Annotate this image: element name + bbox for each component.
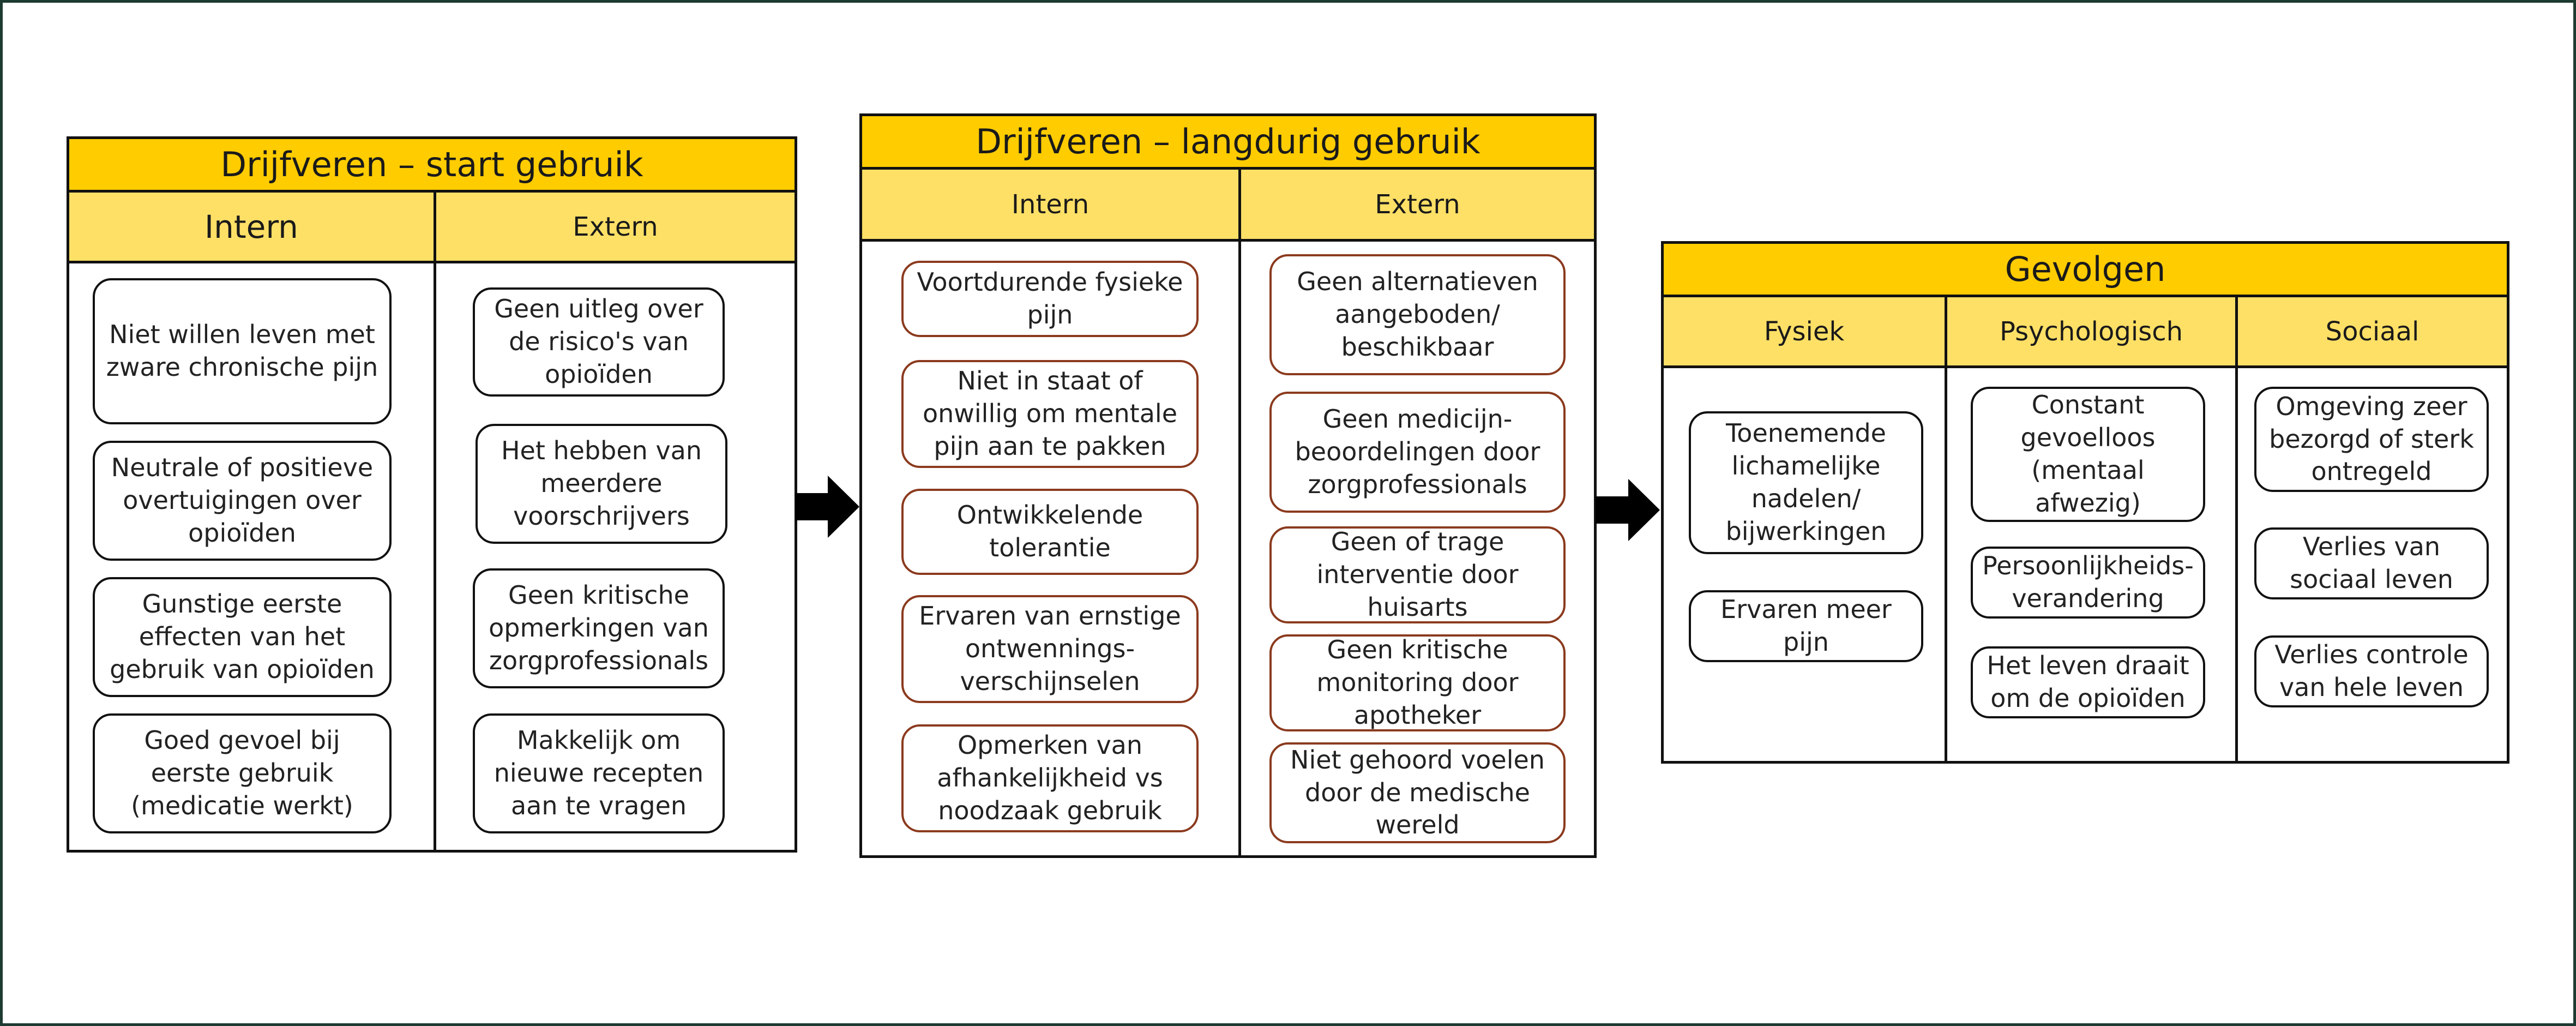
start-extern-item: Makkelijk om nieuwe recepten aan te vrag… — [473, 713, 725, 833]
long-extern-item: Geen of trage interventie door huisarts — [1269, 526, 1566, 623]
start-intern-item: Goed gevoel bij eerste gebruik (medicati… — [93, 713, 392, 833]
consequence-sociaal-item: Verlies van sociaal leven — [2254, 527, 2489, 599]
panel-consequences-subheader: Fysiek Psychologisch Sociaal — [1664, 297, 2507, 368]
start-intern-item: Neutrale of positieve overtuigingen over… — [93, 441, 392, 561]
start-intern-item: Niet willen leven met zware chronische p… — [93, 278, 392, 424]
long-extern-item: Geen medicijn-beoordelingen door zorgpro… — [1269, 392, 1566, 513]
column-header-extern: Extern — [573, 211, 658, 242]
consequence-psych-item: Persoonlijkheids-verandering — [1971, 547, 2205, 619]
long-intern-item: Ontwikkelende tolerantie — [901, 489, 1199, 575]
column-header-intern: Intern — [1011, 189, 1090, 220]
consequence-fysiek-item: Ervaren meer pijn — [1689, 590, 1923, 662]
long-intern-item: Niet in staat of onwillig om mentale pij… — [901, 360, 1199, 468]
column-header-extern: Extern — [1375, 189, 1460, 220]
panel-start-title: Drijfveren – start gebruik — [69, 139, 795, 193]
consequence-sociaal-item: Verlies controle van hele leven — [2254, 635, 2489, 707]
start-extern-item: Het hebben van meerdere voorschrijvers — [476, 424, 727, 544]
column-divider — [1945, 297, 1947, 761]
column-divider — [1238, 170, 1241, 855]
start-intern-item: Gunstige eerste effecten van het gebruik… — [93, 577, 392, 697]
start-extern-item: Geen uitleg over de risico's van opioïde… — [473, 287, 725, 397]
consequence-psych-item: Constant gevoelloos (mentaal afwezig) — [1971, 387, 2205, 522]
column-divider — [2235, 297, 2238, 761]
arrow-right-icon — [795, 476, 859, 538]
panel-long-term-use: Drijfveren – langdurig gebruik Intern Ex… — [859, 113, 1597, 858]
column-divider — [434, 193, 436, 850]
start-extern-item: Geen kritische opmerkingen van zorgprofe… — [473, 568, 725, 688]
panel-start-subheader: Intern Extern — [69, 193, 795, 263]
panel-consequences-title: Gevolgen — [1664, 244, 2507, 297]
arrow-right-icon — [1596, 479, 1660, 541]
long-intern-item: Ervaren van ernstige ontwennings-verschi… — [901, 595, 1199, 703]
consequence-psych-item: Het leven draait om de opioïden — [1971, 646, 2205, 718]
long-extern-item: Geen alternatieven aangeboden/ beschikba… — [1269, 254, 1566, 375]
column-header-sociaal: Sociaal — [2325, 316, 2419, 347]
panel-long-subheader: Intern Extern — [862, 170, 1594, 242]
panel-long-title: Drijfveren – langdurig gebruik — [862, 116, 1594, 170]
long-extern-item: Niet gehoord voelen door de medische wer… — [1269, 742, 1566, 843]
panel-start-use: Drijfveren – start gebruik Intern Extern… — [67, 136, 797, 853]
column-header-psychologisch: Psychologisch — [1999, 316, 2183, 347]
long-extern-item: Geen kritische monitoring door apotheker — [1269, 634, 1566, 731]
column-header-intern: Intern — [204, 208, 298, 245]
panel-consequences: Gevolgen Fysiek Psychologisch Sociaal To… — [1661, 241, 2509, 764]
consequence-fysiek-item: Toenemende lichamelijke nadelen/ bijwerk… — [1689, 411, 1923, 554]
long-intern-item: Voortdurende fysieke pijn — [901, 261, 1199, 337]
column-header-fysiek: Fysiek — [1764, 316, 1845, 347]
consequence-sociaal-item: Omgeving zeer bezorgd of sterk ontregeld — [2254, 387, 2489, 492]
long-intern-item: Opmerken van afhankelijkheid vs noodzaak… — [901, 724, 1199, 832]
